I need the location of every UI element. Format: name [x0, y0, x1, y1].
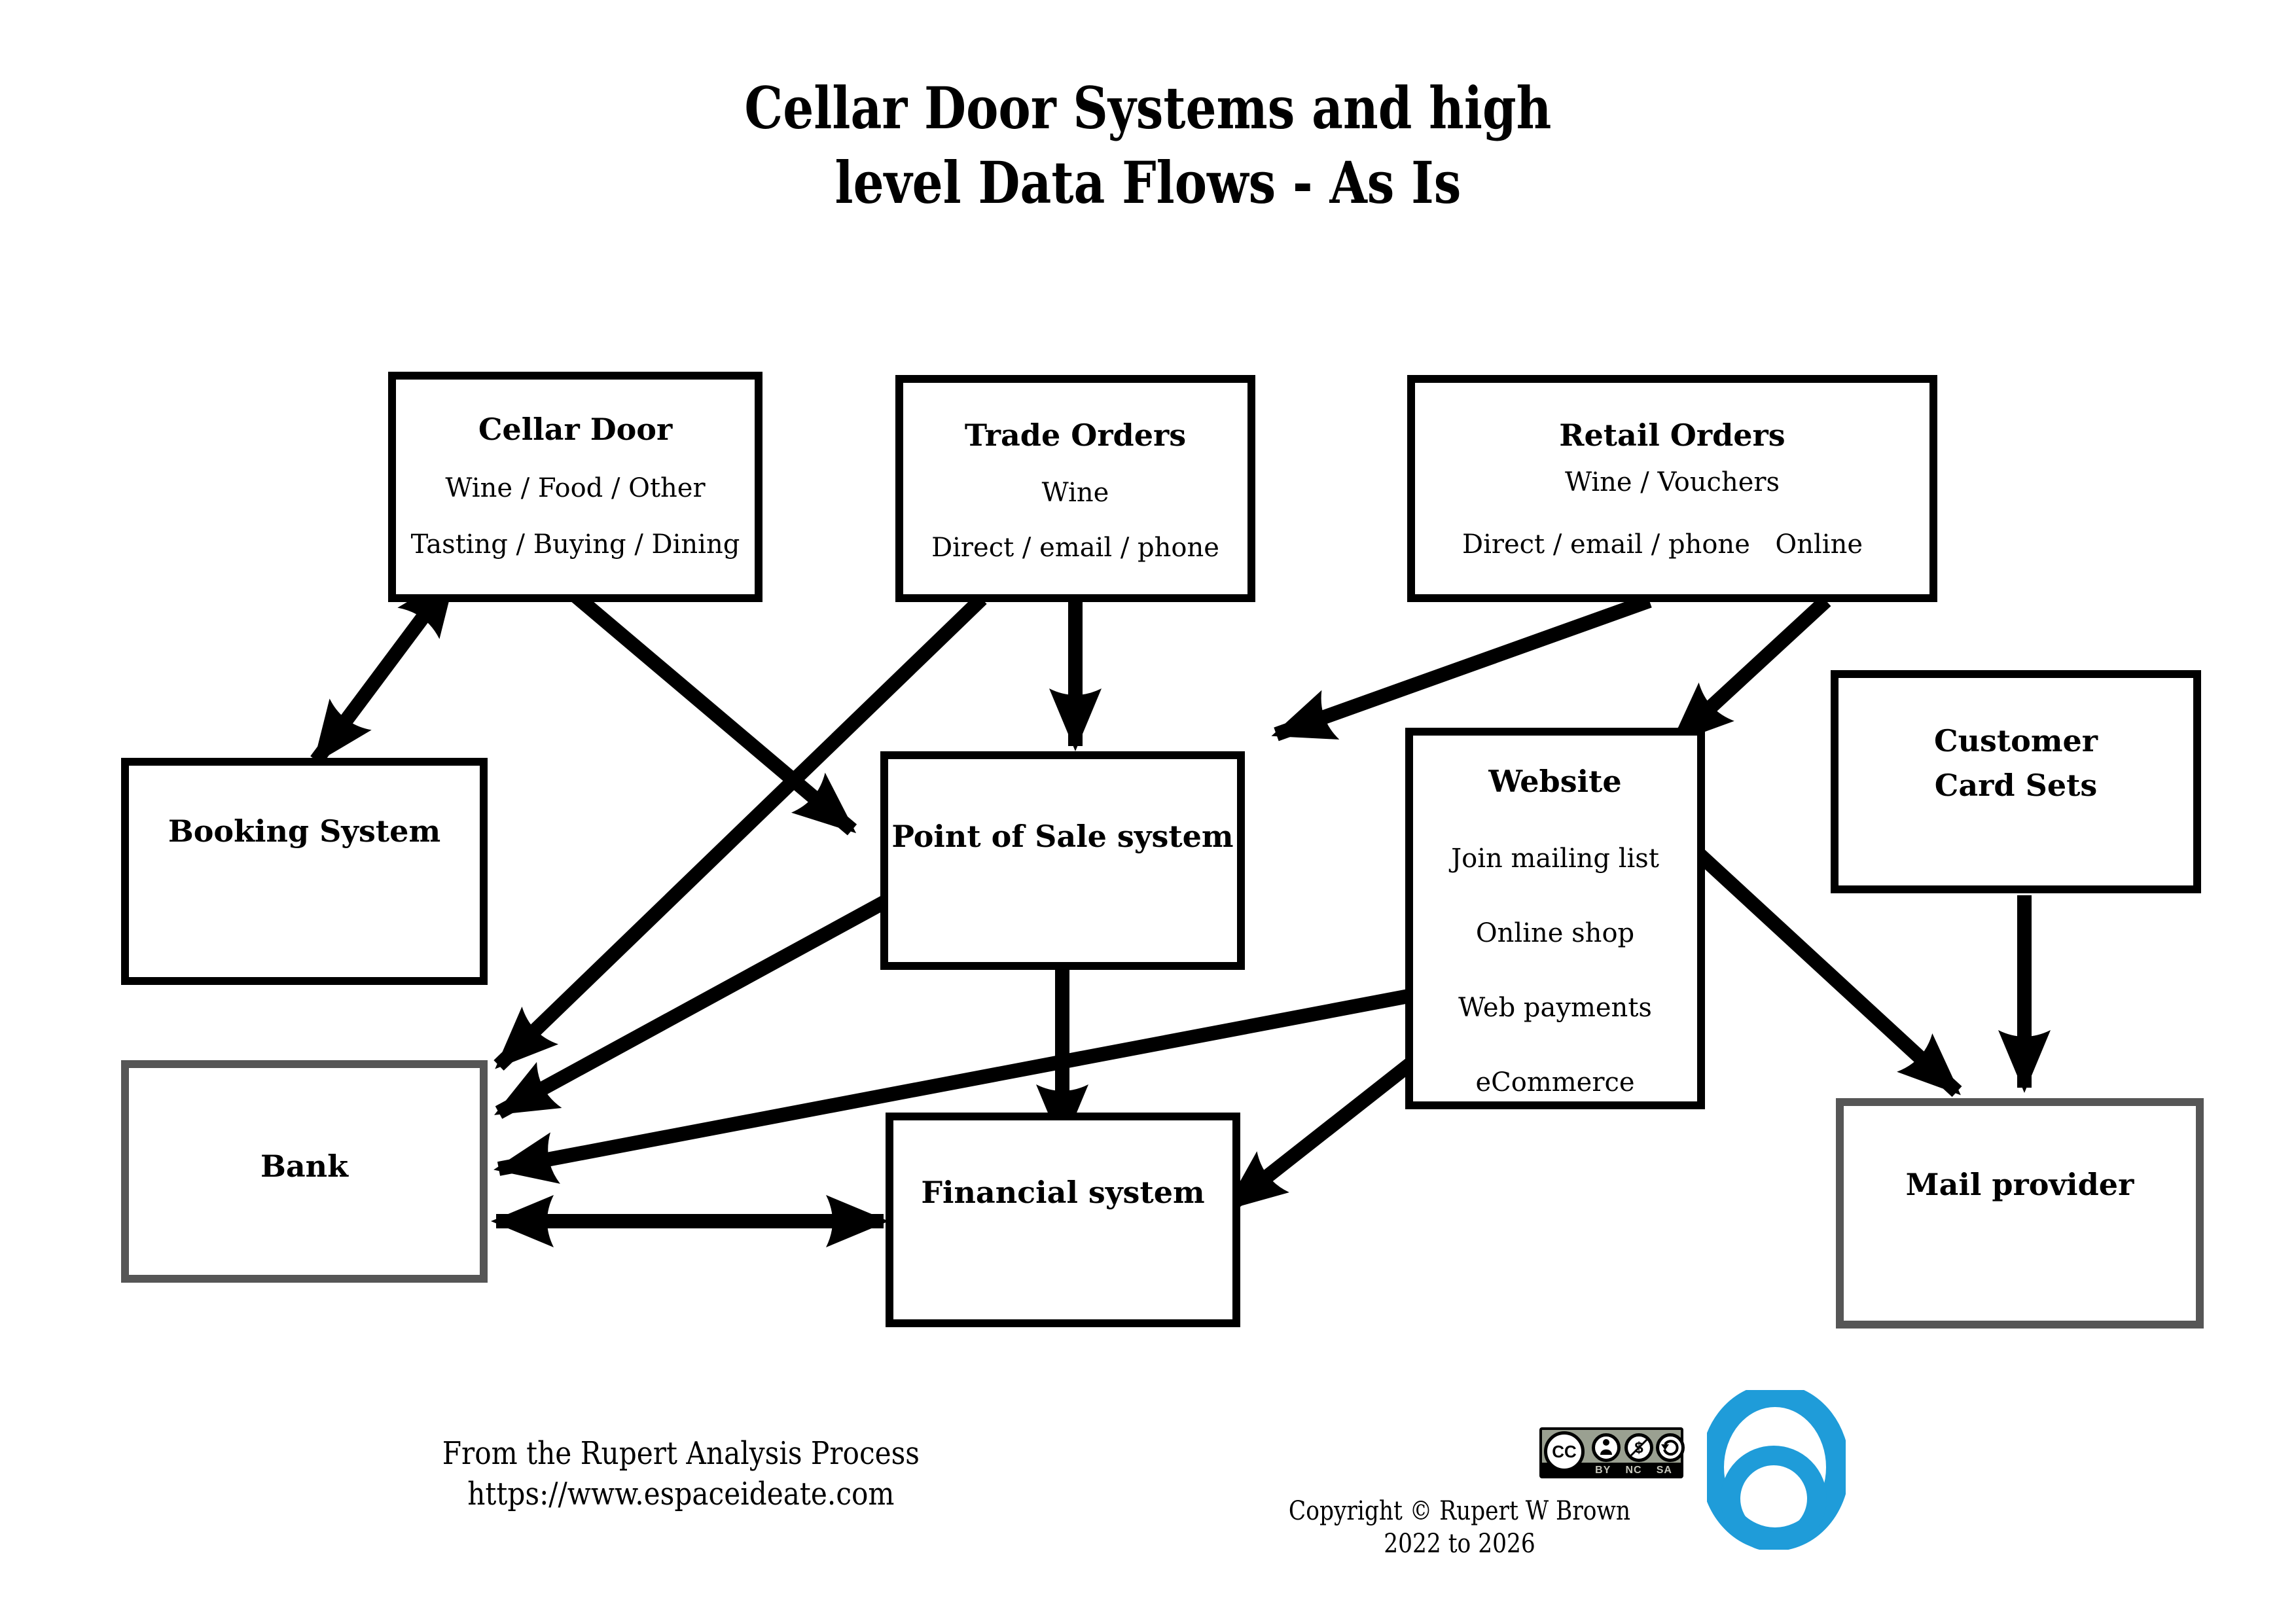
box-website: Website Join mailing list Online shop We… — [1405, 728, 1705, 1109]
arrow-point-of-sale-to-bank — [493, 864, 946, 1119]
box-title: Bank — [260, 1149, 348, 1184]
cc-label-nc: NC — [1625, 1465, 1642, 1476]
source-line1: From the Rupert Analysis Process — [442, 1435, 920, 1472]
box-line: Join mailing list — [1451, 844, 1659, 874]
cc-license-badge: CC $ BY NC SA — [1539, 1427, 1685, 1478]
source-url: https://www.espaceideate.com — [467, 1476, 895, 1512]
box-customer-card-sets: Customer Card Sets — [1831, 670, 2201, 893]
box-trade-orders: Trade Orders Wine Direct / email / phone — [895, 375, 1255, 602]
box-mail-provider: Mail provider — [1836, 1098, 2204, 1329]
box-line: Wine / Food / Other — [445, 473, 706, 503]
page-title-line2: level Data Flows - As Is — [834, 149, 1462, 217]
box-line: Direct / email / phone — [931, 533, 1219, 563]
page-title-text: Cellar Door Systems and high level Data F… — [744, 71, 1551, 221]
box-title: Cellar Door — [478, 412, 673, 447]
copyright-notice: Copyright © Rupert W Brown 2022 to 2026 — [1224, 1495, 1695, 1560]
box-cellar-door: Cellar Door Wine / Food / Other Tasting … — [388, 372, 762, 602]
box-line: Direct / email / phone — [1462, 529, 1750, 560]
cc-icon: CC — [1544, 1431, 1585, 1472]
page-title: Cellar Door Systems and high level Data F… — [0, 71, 2296, 221]
box-title: Point of Sale system — [891, 819, 1234, 854]
box-line: Web payments — [1458, 993, 1652, 1023]
arrow-cellar-door-to-point-of-sale — [554, 577, 857, 836]
box-title: Retail Orders — [1559, 418, 1785, 453]
box-line: Wine — [1041, 478, 1109, 508]
box-bank: Bank — [121, 1060, 488, 1283]
espaceideate-logo — [1700, 1383, 1850, 1552]
box-line: Wine / Vouchers — [1564, 467, 1780, 497]
box-title: Booking System — [168, 813, 441, 849]
box-title: Trade Orders — [964, 418, 1187, 453]
cc-by-icon — [1592, 1433, 1621, 1462]
box-point-of-sale: Point of Sale system — [880, 751, 1245, 970]
cc-license-labels: BY NC SA — [1588, 1465, 1679, 1476]
cc-label-by: BY — [1595, 1465, 1611, 1476]
source-attribution-text: From the Rupert Analysis Process https://… — [442, 1433, 919, 1514]
copyright-text: Copyright © Rupert W Brown 2022 to 2026 — [1288, 1496, 1631, 1559]
cc-label-sa: SA — [1656, 1465, 1672, 1476]
box-line: eCommerce — [1475, 1067, 1635, 1097]
page-title-line1: Cellar Door Systems and high — [744, 74, 1552, 142]
box-retail-orders: Retail Orders Wine / Vouchers Direct / e… — [1407, 375, 1937, 602]
arrow-retail-orders-to-point-of-sale — [1271, 594, 1652, 741]
retail-channels-row: Direct / email / phone Online — [1423, 529, 1922, 560]
arrow-booking-system-to-cellar-door — [310, 573, 459, 765]
box-line: Tasting / Buying / Dining — [410, 529, 740, 560]
box-title: Customer Card Sets — [1933, 723, 2098, 803]
box-title: Website — [1488, 764, 1622, 799]
box-booking-system: Booking System — [121, 758, 488, 985]
arrow-website-to-financial-system — [1223, 1043, 1435, 1213]
arrow-retail-orders-to-website — [1669, 595, 1831, 747]
box-line: Online shop — [1475, 918, 1635, 948]
cc-sa-icon — [1656, 1433, 1685, 1462]
box-line: Online — [1775, 529, 1863, 560]
box-financial-system: Financial system — [886, 1113, 1240, 1327]
box-title: Mail provider — [1905, 1167, 2134, 1202]
box-title: Financial system — [921, 1175, 1205, 1210]
cc-nc-icon: $ — [1624, 1433, 1653, 1462]
source-attribution: From the Rupert Analysis Process https://… — [353, 1433, 1008, 1514]
